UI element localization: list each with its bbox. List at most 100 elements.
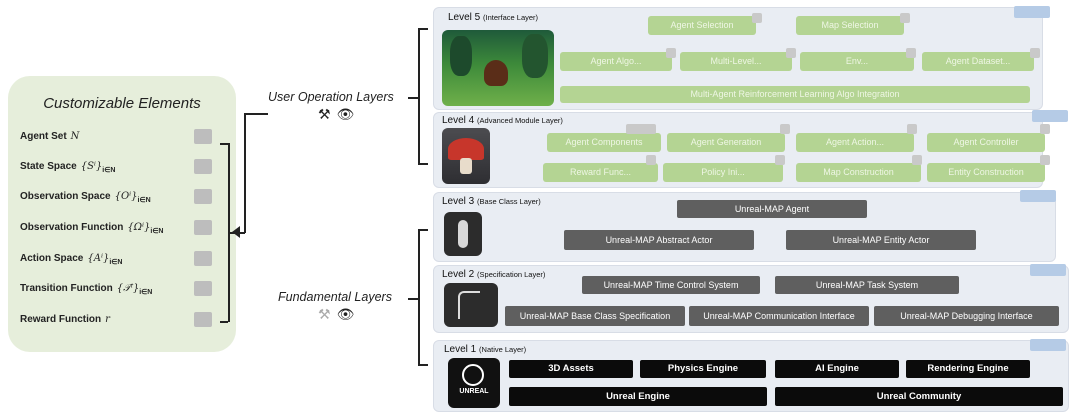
abstract-actor-box[interactable]: Unreal-MAP Abstract Actor [564, 230, 754, 250]
tools-eye-icon-2: ⚒👁 [318, 306, 361, 322]
element-subscript: i∈N [109, 259, 123, 266]
reward-func-button[interactable]: Reward Func... [543, 163, 658, 182]
element-row: State Space{Sⁱ}i∈N [20, 161, 115, 174]
badge-icon [666, 48, 676, 58]
unreal-engine-box[interactable]: Unreal Engine [509, 387, 767, 406]
rendering-engine-box[interactable]: Rendering Engine [906, 360, 1030, 378]
level-3-tag [1020, 190, 1056, 202]
element-label: Transition Function [20, 283, 113, 294]
brace-user-bottom [418, 163, 428, 165]
brace-fund-vert [418, 229, 420, 365]
agent-controller-button[interactable]: Agent Controller [927, 133, 1045, 152]
policy-ini-button[interactable]: Policy Ini... [663, 163, 783, 182]
element-toggle-icon[interactable] [194, 312, 212, 327]
env-button[interactable]: Env... [800, 52, 914, 71]
element-subscript: i∈N [150, 228, 164, 235]
element-symbol: r [105, 314, 110, 325]
unreal-logo-circle [462, 364, 484, 386]
element-row: Observation Space{Oⁱ}i∈N [20, 191, 151, 204]
mushroom-thumbnail [442, 128, 490, 184]
element-label: Observation Space [20, 191, 111, 202]
element-label: State Space [20, 161, 77, 172]
agent-generation-button[interactable]: Agent Generation [667, 133, 785, 152]
brace-user-top [418, 28, 428, 30]
panel-title: Customizable Elements [43, 95, 201, 112]
map-selection-button[interactable]: Map Selection [796, 16, 904, 35]
arrow-line-top [244, 113, 268, 115]
badge-icon [900, 13, 910, 23]
level-3-title: Level 3 (Base Class Layer) [442, 196, 541, 207]
level-4-tag [1032, 110, 1068, 122]
unreal-community-box[interactable]: Unreal Community [775, 387, 1063, 406]
element-toggle-icon[interactable] [194, 281, 212, 296]
brace-user-mid [408, 97, 418, 99]
element-toggle-icon[interactable] [194, 159, 212, 174]
element-subscript: i∈N [102, 167, 116, 174]
badge-icon [646, 155, 656, 165]
unreal-map-agent-box[interactable]: Unreal-MAP Agent [677, 200, 867, 218]
figure-shape [458, 220, 468, 248]
element-symbol: N [70, 131, 80, 142]
user-operation-layers-label: User Operation Layers [268, 90, 394, 104]
agent-action-button[interactable]: Agent Action... [796, 133, 914, 152]
badge-icon [912, 155, 922, 165]
agent-selection-button[interactable]: Agent Selection [648, 16, 756, 35]
agent-algo-button[interactable]: Agent Algo... [560, 52, 672, 71]
map-construction-button[interactable]: Map Construction [796, 163, 921, 182]
element-symbol: {Aⁱ} [87, 253, 110, 264]
mushroom-stem [460, 158, 472, 174]
debugging-interface-box[interactable]: Unreal-MAP Debugging Interface [874, 306, 1059, 326]
badge-icon [1040, 124, 1050, 134]
element-toggle-icon[interactable] [194, 220, 212, 235]
multi-level-button[interactable]: Multi-Level... [680, 52, 792, 71]
element-subscript: i∈N [139, 289, 153, 296]
level-5-title: Level 5 (Interface Layer) [448, 12, 539, 23]
physics-engine-box[interactable]: Physics Engine [640, 360, 766, 378]
unreal-logo-text: UNREAL [459, 388, 489, 395]
element-row: Observation Function{Ωⁱ}i∈N [20, 222, 163, 235]
ai-engine-box[interactable]: AI Engine [775, 360, 899, 378]
figure-thumbnail [444, 212, 482, 256]
time-control-box[interactable]: Unreal-MAP Time Control System [582, 276, 760, 294]
element-label: Action Space [20, 253, 84, 264]
element-label: Reward Function [20, 314, 102, 325]
brace-fund-bottom [418, 364, 428, 366]
brace-user-vert [418, 28, 420, 164]
customizable-elements-panel: Customizable Elements [8, 76, 236, 352]
fundamental-layers-label: Fundamental Layers [278, 290, 392, 304]
level-2-title: Level 2 (Specification Layer) [442, 269, 546, 280]
element-toggle-icon[interactable] [194, 129, 212, 144]
arrow-head [232, 226, 240, 238]
element-toggle-icon[interactable] [194, 189, 212, 204]
brace-fund-top [418, 229, 428, 231]
arrow-line [244, 113, 246, 233]
mushroom-cap [448, 138, 484, 160]
character-figure [484, 60, 508, 86]
tools-eye-icon: ⚒👁 [318, 106, 361, 122]
spec-shape [458, 291, 480, 319]
marl-integration-bar[interactable]: Multi-Agent Reinforcement Learning Algo … [560, 86, 1030, 103]
3d-assets-box[interactable]: 3D Assets [509, 360, 633, 378]
badge-icon [775, 155, 785, 165]
task-system-box[interactable]: Unreal-MAP Task System [775, 276, 959, 294]
agent-dataset-button[interactable]: Agent Dataset... [922, 52, 1034, 71]
entity-actor-box[interactable]: Unreal-MAP Entity Actor [786, 230, 976, 250]
badge-icon [906, 48, 916, 58]
game-scene-thumbnail [442, 30, 554, 106]
badge-icon [752, 13, 762, 23]
level-1-title: Level 1 (Native Layer) [444, 344, 527, 355]
brace-fund-mid [408, 298, 418, 300]
communication-interface-box[interactable]: Unreal-MAP Communication Interface [689, 306, 869, 326]
tree-shape [450, 36, 472, 76]
agent-components-button[interactable]: Agent Components [547, 133, 661, 152]
element-toggle-icon[interactable] [194, 251, 212, 266]
badge-icon [1030, 48, 1040, 58]
base-class-spec-box[interactable]: Unreal-MAP Base Class Specification [505, 306, 685, 326]
badge-icon [786, 48, 796, 58]
brace-bottom [220, 321, 228, 323]
brace-vertical [228, 143, 230, 322]
entity-construction-button[interactable]: Entity Construction [927, 163, 1045, 182]
element-row: Action Space{Aⁱ}i∈N [20, 253, 122, 266]
